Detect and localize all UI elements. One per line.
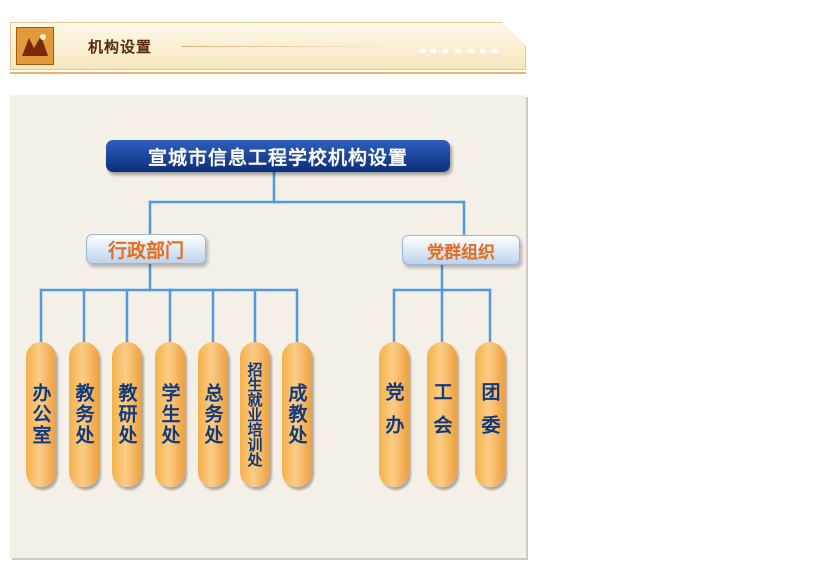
- unit-party-office: 党办: [379, 342, 409, 487]
- unit-label: 学生处: [158, 383, 181, 446]
- section-party-organizations: 党群组织: [402, 235, 520, 265]
- unit-labor-union: 工会: [427, 342, 457, 487]
- connector-lines: [39, 170, 492, 344]
- unit-label: 总务处: [201, 383, 224, 446]
- header-decor-dot: [420, 49, 426, 53]
- header-decor-dot: [468, 49, 474, 53]
- header-decor-dot: [442, 49, 448, 53]
- unit-label: 团委: [478, 381, 501, 448]
- header-decor-dot: [492, 49, 498, 53]
- unit-general-affairs: 总务处: [198, 342, 228, 487]
- header-decor-dot: [455, 49, 461, 53]
- unit-label: 党办: [382, 381, 405, 448]
- unit-label: 教务处: [72, 383, 95, 446]
- section-administration: 行政部门: [86, 234, 206, 264]
- header-decor-dot: [430, 49, 436, 53]
- school-logo-icon: [16, 27, 54, 65]
- unit-academic-affairs: 教务处: [69, 342, 99, 487]
- unit-adult-education: 成教处: [282, 342, 312, 487]
- unit-enrollment-training: 招生就业培训处: [240, 342, 270, 487]
- unit-label: 成教处: [285, 383, 308, 446]
- org-chart-panel: 宣城市信息工程学校机构设置 行政部门 党群组织 办公室 教务处 教研处 学生处 …: [10, 95, 526, 558]
- page-header: 机构设置: [10, 22, 526, 74]
- unit-label: 办公室: [29, 383, 52, 446]
- unit-label: 招生就业培训处: [245, 362, 264, 467]
- unit-youth-league: 团委: [475, 342, 505, 487]
- unit-teaching-research: 教研处: [112, 342, 142, 487]
- unit-student-affairs: 学生处: [155, 342, 185, 487]
- unit-label: 工会: [430, 381, 453, 448]
- header-underline: [10, 72, 526, 74]
- org-chart-title: 宣城市信息工程学校机构设置: [106, 140, 450, 172]
- header-decor-line: [182, 46, 392, 47]
- unit-label: 教研处: [115, 383, 138, 446]
- page-title: 机构设置: [88, 38, 153, 56]
- header-decor-dot: [480, 49, 486, 53]
- unit-office: 办公室: [26, 342, 56, 487]
